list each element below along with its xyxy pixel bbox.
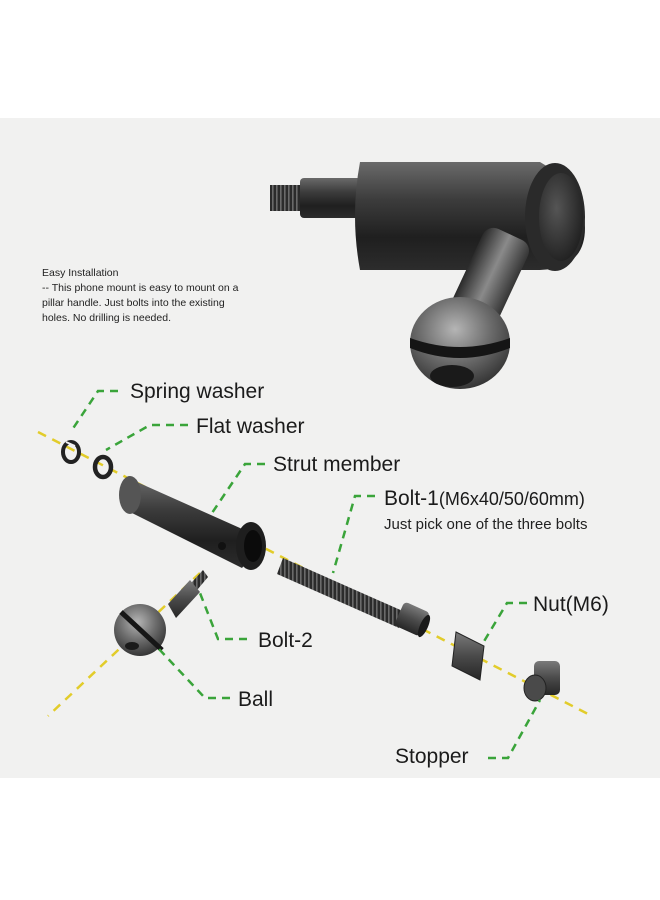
- assembled-ball-hole: [430, 365, 474, 387]
- assembled-body: [355, 162, 585, 270]
- ball-part: [114, 580, 200, 656]
- leader-spring-washer: [70, 389, 118, 431]
- note-line-1: -- This phone mount is easy to mount on …: [42, 282, 239, 294]
- bolt-1-size: (M6x40/50/60mm): [438, 489, 585, 509]
- strut-member: [119, 476, 266, 570]
- exploded-diagram: [37, 162, 591, 760]
- bolt-1: [277, 558, 431, 638]
- label-ball: Ball: [238, 688, 274, 711]
- diagram-canvas: Easy Installation -- This phone mount is…: [0, 118, 660, 778]
- leader-flat-washer: [105, 423, 188, 452]
- label-nut: Nut(M6): [533, 593, 609, 616]
- note-line-3: holes. No drilling is needed.: [42, 312, 171, 324]
- leader-bolt-2: [196, 587, 247, 641]
- note-line-2: pillar handle. Just bolts into the exist…: [42, 297, 225, 309]
- spring-washer: [61, 440, 81, 464]
- flat-washer: [92, 454, 114, 480]
- label-bolt-1: Bolt-1(M6x40/50/60mm): [384, 488, 585, 509]
- label-strut-member: Strut member: [273, 453, 401, 476]
- label-bolt-1-note: Just pick one of the three bolts: [384, 516, 588, 533]
- leader-bolt-1: [331, 494, 375, 574]
- label-flat-washer: Flat washer: [196, 415, 305, 438]
- leader-nut: [481, 601, 527, 644]
- leader-lines: [70, 389, 542, 760]
- assembled-thread: [270, 185, 304, 211]
- bolt-1-name: Bolt-1: [384, 487, 439, 510]
- leader-ball: [157, 647, 230, 700]
- label-spring-washer: Spring washer: [130, 380, 265, 403]
- nut-m6: [451, 631, 485, 681]
- assembled-shaft: [300, 178, 366, 218]
- label-stopper: Stopper: [395, 745, 469, 768]
- assembled-ball: [410, 297, 510, 389]
- assembled-ball-ring: [410, 338, 510, 358]
- assembled-end-cap: [539, 173, 583, 261]
- leader-strut-member: [210, 462, 265, 514]
- leader-stopper: [488, 699, 542, 760]
- assembled-mount: [270, 162, 585, 389]
- stopper: [523, 661, 560, 702]
- label-bolt-2: Bolt-2: [258, 629, 313, 652]
- note-title: Easy Installation: [42, 267, 119, 279]
